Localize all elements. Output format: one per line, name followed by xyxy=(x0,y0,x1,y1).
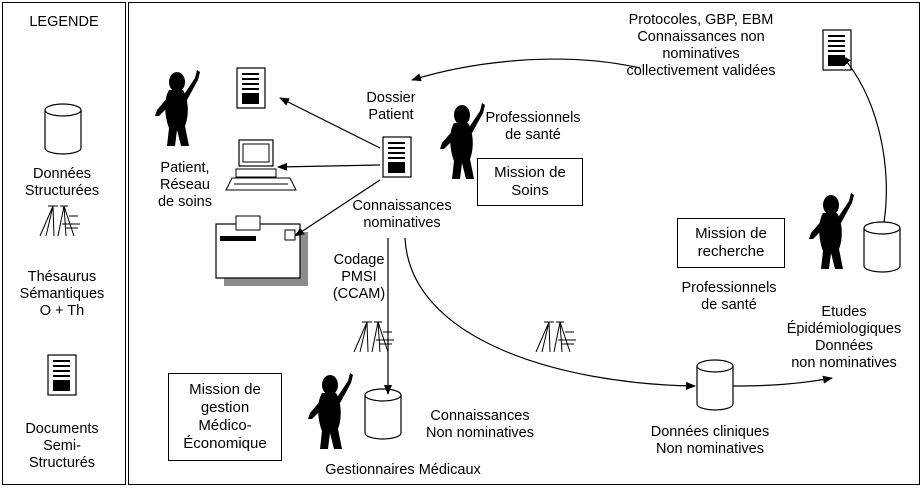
flow-arrows xyxy=(277,55,887,395)
mail-icon xyxy=(215,215,308,286)
protocols-document-icon xyxy=(822,29,852,71)
legend-title: LEGENDE xyxy=(29,14,99,30)
computer-icon xyxy=(225,139,297,191)
donnees-cliniques-database-icon xyxy=(696,359,734,411)
patient-document-icon xyxy=(236,67,266,109)
clinical-thesaurus-icon xyxy=(535,321,577,353)
manager-person-icon xyxy=(308,373,353,449)
gestionnaires-medicaux-label: Gestionnaires Médicaux xyxy=(325,462,481,478)
patient-person-icon xyxy=(155,70,200,146)
etudes-database-icon xyxy=(863,221,901,273)
legend-thesaurus-icon xyxy=(39,205,81,237)
legend-panel xyxy=(2,2,126,485)
researcher-person-icon xyxy=(809,193,854,269)
legend-document-icon xyxy=(47,354,77,396)
connaissances-database-icon xyxy=(364,388,402,440)
legend-cylinder-icon xyxy=(44,103,82,155)
dossier-patient-document-icon xyxy=(382,136,412,178)
